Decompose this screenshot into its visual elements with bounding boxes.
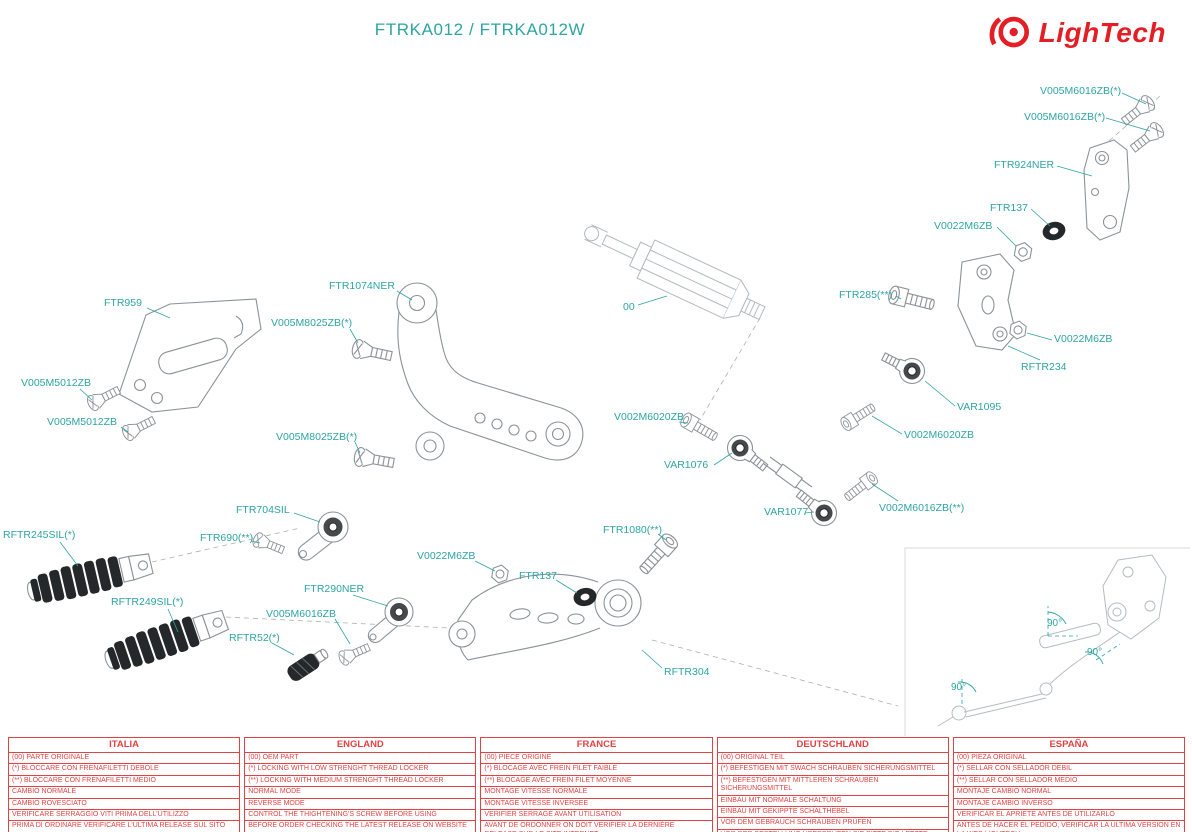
oem-rod-part <box>584 224 766 321</box>
note-row: AVANT DE ORDONNER ON DOIT VERIFIER LA DE… <box>484 822 675 832</box>
note-row: (*) BLOCCARE CON FRENAFILETTI DEBOLE <box>9 764 240 776</box>
note-row: VOR DER BESTELLUNG ÜBERPRÜFEN SIE BITTE … <box>718 830 948 832</box>
note-row: EINBAU MIT GEKIPPTE SCHALTHEBEL <box>717 807 948 819</box>
notes-column-header: DEUTSCHLAND <box>717 738 948 753</box>
note-row: (**) BEFESTIGEN MIT MITTLEREN SCHRAUBEN … <box>717 776 948 796</box>
note-row: (**) BLOCAGE AVEC FREIN FILET MOYENNE <box>481 776 712 788</box>
note-row: NORMAL MODE <box>245 787 476 799</box>
notes-column-header: FRANCE <box>481 738 712 753</box>
notes-column-header: ITALIA <box>9 738 240 753</box>
notes-column-header: ESPAÑA <box>953 738 1185 753</box>
paddle-parts <box>250 511 414 684</box>
note-row: VOR DEM GEBRAUCH SCHRAUBEN PRÜFEN <box>717 818 948 830</box>
note-row: (*) SELLAR CON SELLADOR DEBIL <box>953 764 1185 776</box>
notes-table: ITALIA(00) PARTE ORIGINALE(*) BLOCCARE C… <box>8 737 1186 832</box>
note-row: VERIFICARE SERRAGGIO VITI PRIMA DELL'UTI… <box>9 810 240 822</box>
notes-column-header: ENGLAND <box>245 738 476 753</box>
notes-column: FRANCE(00) PIECE ORIGINE(*) BLOCAGE AVEC… <box>480 737 713 832</box>
leader-lines <box>59 92 1151 669</box>
note-row: BEFORE ORDER CHECKING THE LATEST RELEASE… <box>248 822 467 830</box>
lightech-logo-mark <box>989 16 1029 48</box>
assembled-inset <box>904 547 1190 736</box>
note-row: (**) LOCKING WITH MEDIUM STRENGHT THREAD… <box>245 776 476 788</box>
rocker-assembly-parts <box>838 253 1028 433</box>
note-row: MONTAJE CAMBIO NORMAL <box>953 787 1185 799</box>
notes-column: ESPAÑA(00) PIEZA ORIGINAL(*) SELLAR CON … <box>952 737 1186 832</box>
note-row: (**) SELLAR CON SELLADOR MEDIO <box>953 776 1185 788</box>
note-row: VERIFIER SERRAGE AVANT UTILISATION <box>481 810 712 822</box>
top-mount-parts <box>1012 92 1167 264</box>
note-row: PRIMA DI ORDINARE VERIFICARE L'ULTIMA RE… <box>12 822 226 830</box>
heel-guard-part <box>84 298 262 443</box>
shift-linkage-parts <box>678 410 881 532</box>
main-bracket-part <box>350 282 584 473</box>
shift-lever-part <box>448 530 681 661</box>
page-title: FTRKA012 / FTRKA012W <box>374 20 586 39</box>
footpeg-parts <box>23 547 231 677</box>
note-row: (00) ORIGINAL TEIL <box>717 753 948 765</box>
note-row: (00) PARTE ORIGINALE <box>9 753 240 765</box>
lightech-logo: LighTech <box>985 12 1166 54</box>
note-row: (*) BEFESTIGEN MIT SWACH SCHRAUBEN SICHE… <box>717 764 948 776</box>
note-row: (00) OEM PART <box>245 753 476 765</box>
note-row: CAMBIO NORMALE <box>9 787 240 799</box>
note-row: EINBAU MIT NORMALE SCHALTUNG <box>717 796 948 807</box>
note-row: MONTAJE CAMBIO INVERSO <box>953 799 1185 810</box>
note-row: (*) BLOCAGE AVEC FREIN FILET FAIBLE <box>481 764 712 776</box>
notes-column: ITALIA(00) PARTE ORIGINALE(*) BLOCCARE C… <box>8 737 241 832</box>
note-row: VERIFICAR EL APRIETE ANTES DE UTILIZARLO <box>953 810 1185 822</box>
note-row: REVERSE MODE <box>245 799 476 810</box>
notes-column: DEUTSCHLAND(00) ORIGINAL TEIL(*) BEFESTI… <box>716 737 949 832</box>
lightech-logo-text: LighTech <box>1038 17 1166 48</box>
note-row: MONTAGE VITESSE INVERSEE <box>481 799 712 810</box>
note-row: (**) BLOCCARE CON FRENAFILETTI MEDIO <box>9 776 240 788</box>
note-row: MONTAGE VITESSE NORMALE <box>481 787 712 799</box>
note-row: (00) PIECE ORIGINE <box>481 753 712 765</box>
note-row: (*) LOCKING WITH LOW STRENGHT THREAD LOC… <box>245 764 476 776</box>
note-row: CAMBIO ROVESCIATO <box>9 799 240 810</box>
note-row: ANTES DE HACER EL PEDIDO, VERIFICAR LA U… <box>956 822 1181 832</box>
note-row: CONTROL THE THIGHTENING'S SCREW BEFORE U… <box>245 810 476 822</box>
note-row: (00) PIEZA ORIGINAL <box>953 753 1185 765</box>
construction-lines <box>151 95 1161 707</box>
notes-column: ENGLAND(00) OEM PART(*) LOCKING WITH LOW… <box>244 737 477 832</box>
